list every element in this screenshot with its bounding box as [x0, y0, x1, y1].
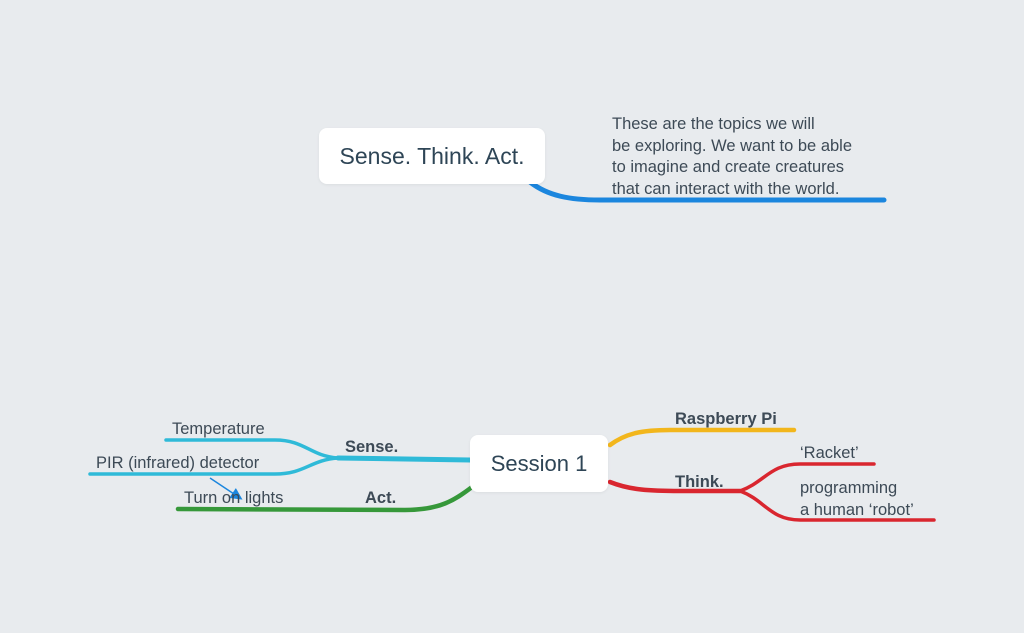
temperature-branch: [164, 438, 340, 460]
programming-line: programming: [800, 479, 898, 497]
racket-branch: [738, 462, 876, 493]
think-label[interactable]: Think.: [675, 473, 724, 491]
session-node[interactable]: Session 1: [470, 435, 608, 492]
topic-note-line: These are the topics we will: [612, 115, 815, 133]
raspberry-pi-label[interactable]: Raspberry Pi: [675, 410, 777, 428]
sense-label[interactable]: Sense.: [345, 438, 399, 456]
raspberry-branch: [607, 427, 797, 448]
topic-node[interactable]: Sense. Think. Act.: [319, 128, 545, 184]
act-branch: [175, 484, 475, 513]
pir-detector-label[interactable]: PIR (infrared) detector: [96, 454, 260, 472]
topic-note-line: be exploring. We want to be able: [612, 136, 853, 155]
session-title: Session 1: [490, 450, 588, 476]
racket-label[interactable]: ‘Racket’: [800, 444, 859, 462]
topic-note-line: to imagine and create creatures: [612, 158, 845, 176]
topic-title: Sense. Think. Act.: [339, 142, 525, 169]
topic-note-line: that can interact with the world.: [612, 179, 840, 198]
programming-label[interactable]: programming a human ‘robot’: [800, 477, 914, 521]
sense-branch: [335, 455, 473, 463]
relationship-arrow[interactable]: [209, 477, 243, 500]
programming-line: a human ‘robot’: [800, 501, 914, 519]
topic-note[interactable]: These are the topics we will be explorin…: [612, 114, 852, 200]
act-label[interactable]: Act.: [365, 489, 397, 507]
pir-branch: [88, 456, 340, 476]
turn-on-lights-label[interactable]: Turn on lights: [184, 489, 284, 507]
temperature-label[interactable]: Temperature: [172, 420, 265, 438]
programming-branch: [738, 489, 936, 522]
topic-note-branch: [527, 179, 887, 203]
think-branch: [607, 479, 743, 494]
